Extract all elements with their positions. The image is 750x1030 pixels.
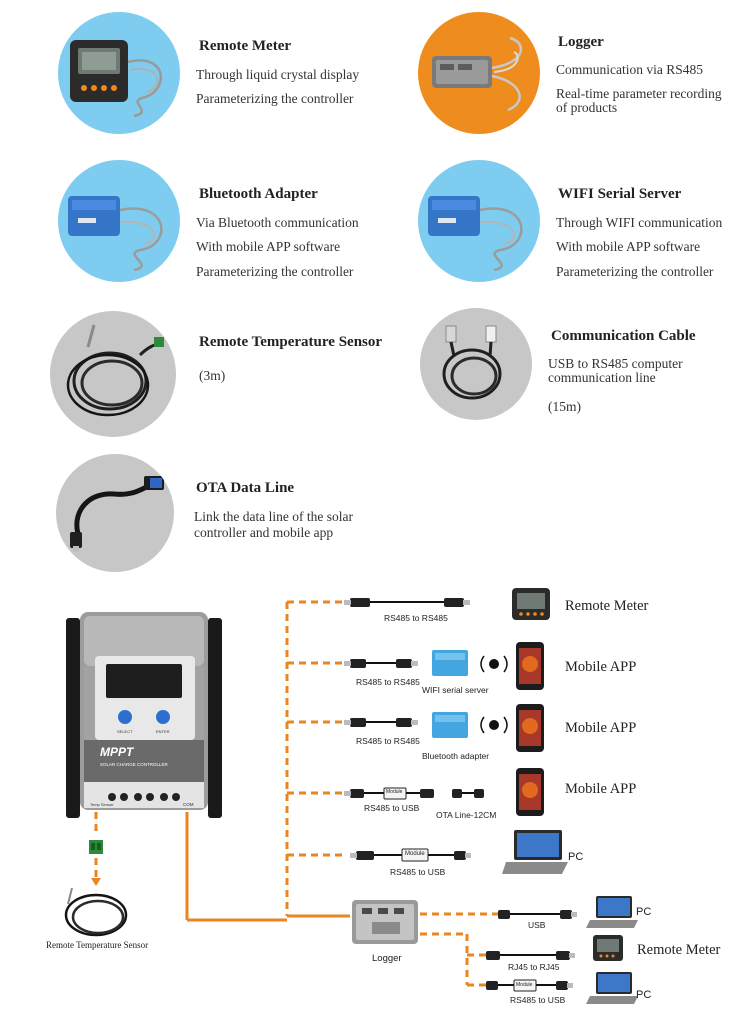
- mobile-phone-icon: [516, 768, 544, 816]
- logger-row3-cable-label: RS485 to USB: [510, 995, 566, 1005]
- logger-title: Logger: [558, 34, 604, 50]
- rs485-cable-icon: [344, 718, 418, 727]
- wifi-desc-2: With mobile APP software: [556, 239, 701, 254]
- usb-cable-icon: [498, 910, 577, 919]
- remote-meter-desc-2: Parameterizing the controller: [196, 91, 354, 106]
- temperature-sensor-icon: [66, 324, 164, 417]
- communication-cable-desc-2: communication line: [548, 370, 656, 385]
- laptop-pc-icon: [502, 830, 568, 874]
- module-label-logger-row3: Module: [516, 982, 533, 988]
- controller-com-label: COM: [183, 802, 194, 807]
- remote-meter-device-icon: [512, 588, 550, 620]
- row4-cable-label: RS485 to USB: [364, 803, 420, 813]
- wifi-desc-1: Through WIFI communication: [556, 215, 723, 230]
- row1-cable-label: RS485 to RS485: [384, 613, 448, 623]
- remote-meter-icon: [70, 40, 163, 118]
- controller-mppt-label: MPPT: [100, 745, 135, 759]
- mobile-phone-icon: [516, 642, 544, 690]
- row5-target-label: PC: [568, 851, 584, 863]
- logger-label: Logger: [372, 953, 402, 964]
- ota-data-line-desc-2: controller and mobile app: [194, 525, 334, 540]
- temperature-sensor-desc: (3m): [199, 368, 226, 383]
- mobile-phone-icon: [516, 704, 544, 752]
- bluetooth-adapter-icon: [68, 196, 163, 272]
- logger-row3-target-label: PC: [636, 989, 652, 1001]
- ota-data-line-title: OTA Data Line: [196, 480, 295, 496]
- dashed-connection-lines: [94, 600, 498, 987]
- bluetooth-adapter-title: Bluetooth Adapter: [199, 186, 318, 202]
- wifi-serial-server-image: [418, 160, 540, 282]
- laptop-pc-icon: [586, 896, 638, 928]
- com-to-logger-line: [185, 812, 350, 922]
- wifi-desc-3: Parameterizing the controller: [556, 264, 714, 279]
- rs485-usb-cable-icon: [350, 848, 471, 862]
- logger-row2-target-label: Remote Meter: [637, 942, 721, 958]
- controller-temp-label: Temp Sensor: [90, 802, 114, 807]
- controller-enter-label: ENTER: [156, 729, 170, 734]
- logger-desc-1: Communication via RS485: [556, 62, 703, 77]
- wireless-signal-icon: [480, 655, 508, 673]
- ota-data-line-icon: [70, 476, 164, 552]
- ota-data-line-image: [56, 454, 174, 572]
- temp-sensor-arrow-icon: [91, 878, 101, 886]
- rs485-cable-icon: [344, 659, 418, 668]
- bluetooth-adapter-image: [58, 160, 180, 282]
- bluetooth-signal-icon: [480, 716, 508, 734]
- logger-desc-2: Real-time parameter recording: [556, 86, 722, 101]
- row3-target-label: Mobile APP: [565, 720, 637, 736]
- rj45-cable-icon: [486, 951, 575, 960]
- controller-select-label: SELECT: [117, 729, 133, 734]
- solar-charge-controller: [66, 612, 222, 818]
- ota-data-line-desc-1: Link the data line of the solar: [194, 509, 353, 524]
- wifi-server-icon: [428, 196, 523, 272]
- remote-meter-image: [58, 12, 180, 134]
- row4-target-label: Mobile APP: [565, 781, 637, 797]
- module-label-row5: Module: [405, 851, 425, 857]
- logger-row1-cable-label: USB: [528, 920, 546, 930]
- logger-row1-target-label: PC: [636, 906, 652, 918]
- logger-icon: [432, 36, 523, 112]
- laptop-pc-icon: [586, 972, 638, 1004]
- rs485-cable-icon: [344, 598, 470, 607]
- row1-target-label: Remote Meter: [565, 598, 649, 614]
- row4-device-label: OTA Line-12CM: [436, 810, 497, 820]
- bluetooth-desc-2: With mobile APP software: [196, 239, 341, 254]
- row2-cable-label: RS485 to RS485: [356, 677, 420, 687]
- temperature-sensor-title: Remote Temperature Sensor: [199, 334, 383, 350]
- temp-sensor-diagram-label: Remote Temperature Sensor: [46, 940, 149, 950]
- wifi-serial-server-title: WIFI Serial Server: [558, 186, 682, 202]
- row3-device-label: Bluetooth adapter: [422, 751, 490, 761]
- communication-cable-desc-1: USB to RS485 computer: [548, 356, 683, 371]
- ota-line-icon: [452, 789, 484, 798]
- logger-desc-3: of products: [556, 100, 618, 115]
- logger-device-icon: [352, 900, 418, 944]
- bluetooth-desc-1: Via Bluetooth communication: [196, 215, 359, 230]
- wifi-server-device-icon: [432, 650, 468, 676]
- logger-row2-cable-label: RJ45 to RJ45: [508, 962, 560, 972]
- rs485-usb-cable-icon: [486, 979, 573, 992]
- controller-subtitle: SOLAR CHARGE CONTROLLER: [100, 762, 169, 767]
- communication-cable-icon: [442, 325, 502, 400]
- temperature-sensor-image: [50, 311, 176, 437]
- communication-cable-title: Communication Cable: [551, 328, 696, 344]
- remote-meter-device-icon: [593, 935, 623, 961]
- bluetooth-desc-3: Parameterizing the controller: [196, 264, 354, 279]
- row5-cable-label: RS485 to USB: [390, 867, 446, 877]
- logger-image: [418, 12, 540, 134]
- row3-cable-label: RS485 to RS485: [356, 736, 420, 746]
- row2-target-label: Mobile APP: [565, 659, 637, 675]
- communication-cable-image: [420, 308, 532, 420]
- remote-meter-desc-1: Through liquid crystal display: [196, 67, 360, 82]
- module-label-row4: Module: [386, 789, 403, 795]
- bluetooth-device-icon: [432, 712, 468, 738]
- remote-meter-title: Remote Meter: [199, 38, 292, 54]
- temp-sensor-device-icon: [64, 887, 128, 937]
- rs485-usb-cable-icon: [344, 787, 434, 800]
- communication-cable-desc-3: (15m): [548, 399, 581, 414]
- row2-device-label: WIFI serial server: [422, 685, 489, 695]
